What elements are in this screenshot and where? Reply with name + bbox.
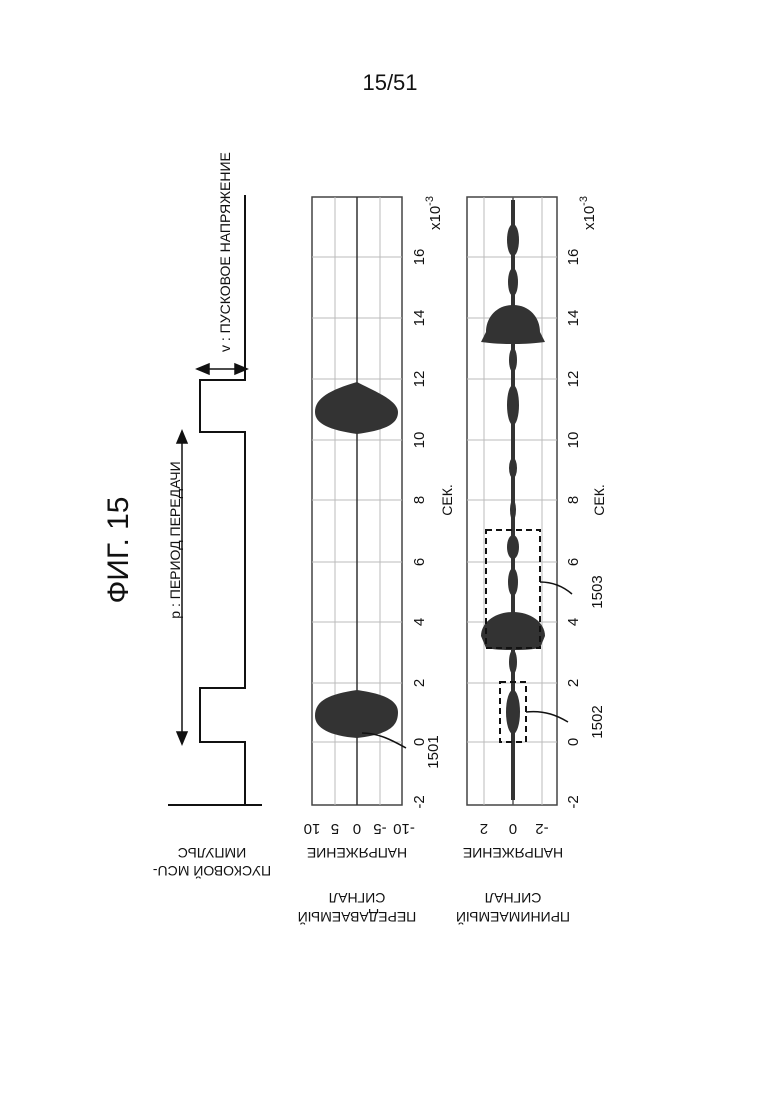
rx-signal-label-1: ПРИНИМАЕМЫЙ [456, 909, 570, 926]
rx-xtick: 2 [565, 679, 582, 687]
tx-ytick: -10 [393, 820, 415, 837]
voltage-label: v : ПУСКОВОЕ НАПРЯЖЕНИЕ [217, 152, 233, 352]
tx-xtick: 2 [411, 679, 428, 687]
rx-axis-label: НАПРЯЖЕНИЕ [463, 845, 563, 861]
rx-exponent-base: x10 [581, 206, 598, 230]
svg-text:x10-3: x10-3 [424, 196, 444, 230]
tx-ytick: 0 [353, 820, 361, 837]
tx-ytick: 10 [304, 820, 321, 837]
rx-xtick: 10 [565, 432, 582, 449]
mcu-pulse-label-2: ИМПУЛЬС [178, 845, 246, 861]
transmitted-y-ticks: 10 5 0 -5 -10 [304, 820, 415, 837]
tx-x-unit: СЕК. [439, 484, 455, 516]
tx-exponent: x10-3 [424, 196, 444, 230]
tx-signal-label-1: ПЕРЕДАВАЕМЫЙ [298, 909, 417, 926]
rx-xtick: 14 [565, 310, 582, 327]
rx-ytick: 0 [509, 820, 517, 837]
rx-x-unit: СЕК. [591, 484, 607, 516]
received-plot [467, 197, 557, 805]
tx-signal-label-2: СИГНАЛ [329, 890, 386, 906]
tx-xtick: 12 [411, 371, 428, 388]
rx-xtick: 16 [565, 249, 582, 266]
rx-ytick: 2 [480, 820, 488, 837]
rx-xtick: 8 [565, 496, 582, 504]
received-y-ticks: 2 0 -2 [480, 820, 549, 837]
rx-xtick: 4 [565, 618, 582, 626]
tx-xtick: 16 [411, 249, 428, 266]
tx-exponent-power: -3 [424, 196, 436, 206]
transmitted-plot [312, 197, 402, 805]
tx-axis-label: НАПРЯЖЕНИЕ [307, 845, 407, 861]
tx-xtick: 4 [411, 618, 428, 626]
tx-exponent-base: x10 [427, 206, 444, 230]
voltage-arrow [197, 364, 247, 374]
rx-xtick: 0 [565, 738, 582, 746]
rx-signal-label-2: СИГНАЛ [485, 890, 542, 906]
tx-xtick: 6 [411, 558, 428, 566]
ref-1503: 1503 [589, 575, 606, 608]
rx-xtick: -2 [565, 795, 582, 808]
rx-exponent: x10-3 [578, 196, 598, 230]
mcu-pulse-label-1: ПУСКОВОЙ МСU- [153, 863, 272, 880]
received-x-ticks: -2 0 2 4 6 8 10 12 14 16 [565, 249, 582, 809]
ref-1502: 1502 [589, 705, 606, 738]
rx-xtick: 6 [565, 558, 582, 566]
period-label: p : ПЕРИОД ПЕРЕДАЧИ [167, 461, 183, 618]
tx-ytick: -5 [373, 820, 386, 837]
rx-xtick: 12 [565, 371, 582, 388]
rx-ytick: -2 [535, 820, 548, 837]
tx-xtick: -2 [411, 795, 428, 808]
tx-xtick: 8 [411, 496, 428, 504]
ref-1501: 1501 [425, 735, 442, 768]
tx-xtick: 14 [411, 310, 428, 327]
tx-ytick: 5 [331, 820, 339, 837]
svg-text:x10-3: x10-3 [578, 196, 598, 230]
transmitted-x-ticks: -2 0 2 4 6 8 10 12 14 16 [411, 249, 428, 809]
rx-exponent-power: -3 [578, 196, 590, 206]
figure-title: ФИГ. 15 [102, 497, 135, 604]
tx-xtick: 10 [411, 432, 428, 449]
